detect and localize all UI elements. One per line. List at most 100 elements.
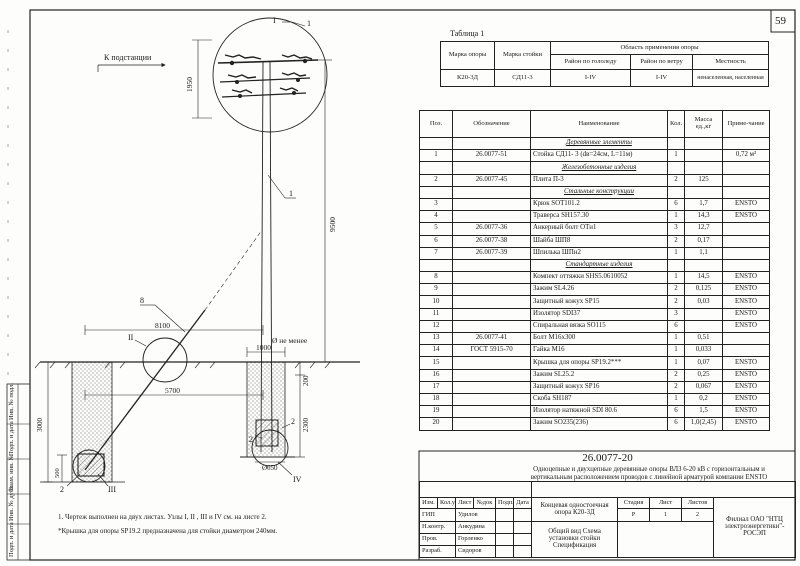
spec-mass: 0,51 (684, 331, 723, 346)
page-number: 59 (775, 15, 786, 27)
col-signature: Подп. (495, 497, 514, 509)
binding-stamp-frame (6, 383, 31, 561)
specification-table: Поз. Обозначение Наименование Кол. Масса… (419, 110, 770, 431)
callout-2-pit-left: 2 (249, 435, 253, 444)
spec-name: Зажим SL25.2 (530, 368, 668, 382)
th-qty: Кол. (667, 110, 685, 138)
spec-designation (452, 295, 531, 309)
name-norm-control: Анкудина (455, 521, 496, 534)
spec-pos: 17 (419, 380, 453, 394)
sheets-value: 2 (681, 508, 715, 522)
spec-qty: 1 (667, 246, 685, 260)
spec-note: ENSTO (722, 356, 770, 370)
spec-note (722, 185, 770, 199)
th-mass: Масса ед.,кг (684, 110, 723, 138)
spec-pos: 4 (419, 210, 453, 224)
spec-name: Изолятор натяжной SDI 80.6 (530, 405, 668, 419)
node-label-iv: IV (293, 475, 302, 484)
spec-mass: 14,5 (684, 271, 723, 285)
spec-qty (667, 136, 685, 151)
dim-9500: 9500 (328, 217, 337, 232)
spec-pos (419, 161, 453, 175)
spec-name: Стойка СД11- 3 (dв=24см, L=11м) (530, 149, 668, 163)
node-label-i: I (273, 16, 276, 25)
spec-note (722, 344, 770, 358)
spec-name: Крюк SOT101.2 (530, 197, 668, 212)
spec-designation (452, 258, 531, 273)
spec-name: Болт М16х300 (530, 331, 668, 346)
spec-mass: 0,07 (684, 356, 723, 370)
spec-mass: 1,7 (684, 197, 723, 212)
spec-name: Крышка для опоры SP19.2*** (530, 356, 668, 370)
spec-designation: ГОСТ 5915-70 (452, 344, 531, 358)
spec-designation (452, 197, 531, 212)
to-substation-label: К подстанции (104, 53, 152, 62)
spec-mass: 0,03 (684, 295, 723, 309)
spec-qty: 2 (667, 295, 685, 309)
spec-mass (684, 307, 723, 321)
spec-pos (419, 185, 453, 199)
page-number-box (770, 9, 796, 33)
dim-500: 500 (54, 468, 61, 478)
doc-code: 26.0077-20 (582, 452, 633, 464)
spec-qty: 6 (667, 417, 685, 431)
spec-note (722, 222, 770, 236)
node-circle-ii (142, 337, 188, 383)
spec-mass: 0,033 (684, 344, 723, 358)
stage-label: Стадия (617, 497, 651, 509)
spec-name: Защитный кожух SP16 (530, 380, 668, 394)
role-norm-control: Н.контр. (419, 521, 456, 534)
spec-qty: 2 (667, 283, 685, 297)
spec-name: Зажим SL4.26 (530, 283, 668, 297)
table1-title: Таблица 1 (450, 29, 485, 38)
spec-name: Защитный кожух SP15 (530, 295, 668, 309)
role-developed: Разраб. (419, 545, 456, 558)
spec-name: Гайка М16 (530, 344, 668, 358)
spec-designation (452, 368, 531, 382)
spec-section-row: Деревянные элементы (419, 136, 770, 151)
spec-qty: 1 (667, 331, 685, 346)
spec-pos: 6 (419, 234, 453, 248)
spec-pos: 3 (419, 197, 453, 212)
spec-note: ENSTO (722, 417, 770, 431)
spec-designation (452, 417, 531, 431)
spec-designation: 26.0077-51 (452, 149, 531, 163)
spec-section-title: Железобетонные изделия (530, 161, 668, 175)
spec-mass: 1,5 (684, 405, 723, 419)
spec-pos: 5 (419, 222, 453, 236)
dim-650: Ø650 (262, 464, 278, 472)
spec-qty: 1 (667, 356, 685, 370)
callout-1-top: 1 (307, 19, 311, 28)
note-2: *Крышка для опоры SP19.2 предназначена д… (58, 527, 278, 535)
spec-designation: 26.0077-39 (452, 246, 531, 260)
spec-qty (667, 258, 685, 273)
spec-mass: 125 (684, 173, 723, 187)
dim-2300: 2300 (302, 418, 310, 432)
spec-qty: 1 (667, 149, 685, 163)
spec-designation (452, 392, 531, 407)
spec-name: Анкерный болт ОТн1 (530, 222, 668, 236)
stamp-inv-duplicate: Инв. № дубл. (8, 484, 15, 521)
spec-mass: 0,067 (684, 380, 723, 394)
spec-name: Траверса SH157.30 (530, 210, 668, 224)
spec-note (722, 161, 770, 175)
spec-designation (452, 185, 531, 199)
dim-3000: 3000 (36, 418, 44, 432)
spec-qty: 6 (667, 405, 685, 419)
spec-pos: 20 (419, 417, 453, 431)
node-circle-iv (251, 429, 289, 467)
spec-note: ENSTO (722, 210, 770, 224)
spec-name: Шайба ШП8 (530, 234, 668, 248)
node-circle-iii (72, 449, 106, 483)
spec-qty: 3 (667, 222, 685, 236)
